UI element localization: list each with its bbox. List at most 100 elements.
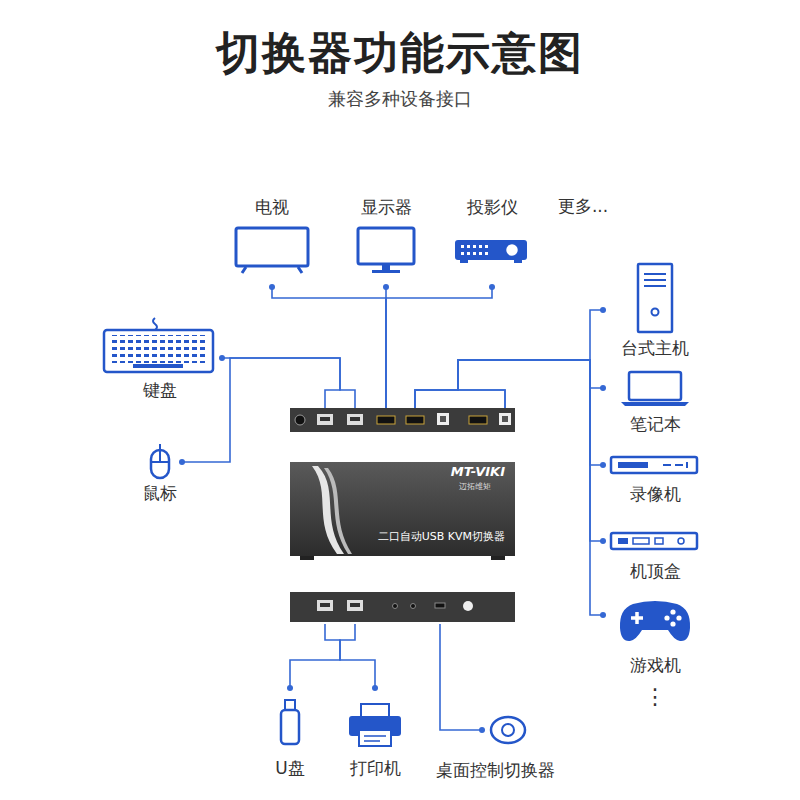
drawing-part [678, 538, 684, 544]
control-puck [491, 717, 525, 743]
drawing-part [440, 416, 446, 422]
stb-body [611, 533, 697, 549]
laptop-screen [629, 372, 681, 400]
device-label: 游戏机 [630, 655, 681, 675]
drawing-part [485, 252, 488, 255]
connector [290, 624, 340, 688]
device-node: 笔记本 [603, 368, 703, 408]
device-label: 打印机 [350, 758, 401, 778]
drawing-part [479, 245, 482, 248]
tv-legs [242, 267, 302, 273]
device-label: 电视 [255, 197, 289, 217]
drawing-part [514, 260, 522, 263]
hdmi-port [469, 416, 487, 424]
kvm-icon [288, 408, 517, 624]
projector-icon [452, 225, 532, 287]
mouse-body [151, 450, 169, 478]
device-label: 投影仪 [467, 197, 518, 217]
connector [415, 310, 603, 408]
device-node: 游戏机 [603, 596, 703, 644]
drawing-part [473, 252, 476, 255]
tv-icon [234, 225, 310, 287]
usb-b-port [437, 413, 449, 425]
audio-jack [411, 604, 416, 609]
kvm-switch: MT-VIKI 迈拓维矩二口自动USB KVM切换器 [288, 408, 517, 624]
device-node: 台式主机 [603, 262, 703, 334]
tower-case [638, 264, 672, 332]
drawing-part [664, 615, 669, 620]
vcr-body [611, 457, 697, 473]
tape-slot [618, 462, 648, 468]
tv-screen [236, 228, 308, 266]
usb-port [317, 600, 333, 611]
usb-port [347, 414, 363, 425]
device-node: 鼠标 [148, 444, 182, 480]
device-node: 电视 [234, 225, 310, 287]
keyboard-keys [109, 335, 208, 363]
drawing-part [655, 538, 663, 544]
hdmi-port [377, 416, 395, 424]
ellipsis-mark: ⋮ [644, 684, 666, 710]
drawing-part [350, 603, 360, 607]
drawing-part [461, 252, 464, 255]
projector-lens [505, 243, 519, 257]
monitor-icon [355, 225, 417, 287]
subtitle: 兼容多种设备接口 [328, 88, 472, 110]
keyboard-body [104, 330, 213, 372]
printer-icon [343, 688, 407, 748]
paper-lines [364, 736, 386, 741]
tower-bays [644, 274, 666, 286]
usb-b-port [499, 413, 511, 425]
usb-body [281, 710, 299, 744]
dc-port [295, 415, 305, 425]
drawing-part [320, 417, 330, 421]
front-panel [290, 592, 515, 622]
brand-logo: MT-VIKI [451, 464, 505, 480]
power-button [652, 309, 659, 316]
device-label: 机顶盒 [630, 561, 681, 581]
hdmi-port [406, 416, 424, 424]
brand-name: 迈拓维矩 [459, 482, 491, 492]
back-panel [290, 408, 515, 432]
select-button [463, 601, 473, 611]
device-label: U盘 [275, 758, 304, 778]
device-label: 录像机 [630, 484, 681, 504]
drawing-part [461, 245, 464, 248]
device-node: 键盘 [103, 318, 222, 374]
drawing-part [670, 621, 675, 626]
drawing-part [300, 556, 314, 560]
switch-body [290, 462, 515, 556]
drawing-part [467, 245, 470, 248]
drawing-part [320, 603, 330, 607]
keyboard-cable [153, 318, 157, 330]
control-port [435, 603, 445, 608]
space-bar [133, 364, 183, 368]
device-node: 桌面控制切换器 [482, 712, 530, 750]
laptop-base [621, 402, 689, 406]
puck-icon [482, 712, 530, 750]
laptop-icon [603, 368, 703, 408]
device-node: 显示器 [355, 225, 417, 287]
drawing-part [485, 245, 488, 248]
dpad [631, 612, 643, 624]
stb-icon [603, 528, 703, 554]
vcr-buttons [663, 462, 687, 468]
device-node: 录像机 [603, 452, 703, 478]
gamepad-icon [603, 596, 703, 644]
paper-out [359, 730, 391, 746]
gamepad-body [620, 601, 690, 641]
tower-icon [603, 262, 703, 334]
device-label: 台式主机 [621, 338, 689, 358]
mouse-icon [148, 444, 182, 480]
product-name: 二口自动USB KVM切换器 [378, 530, 505, 544]
projector-vents [461, 245, 488, 255]
more-label: 更多... [558, 196, 608, 216]
drawing-part [350, 417, 360, 421]
drawing-part [618, 538, 628, 544]
drawing-part [633, 538, 649, 544]
gamepad-buttons [664, 609, 681, 626]
device-label: 显示器 [361, 197, 412, 217]
device-label: 桌面控制切换器 [436, 760, 555, 780]
drawing-part [670, 609, 675, 614]
vcr-icon [603, 452, 703, 478]
